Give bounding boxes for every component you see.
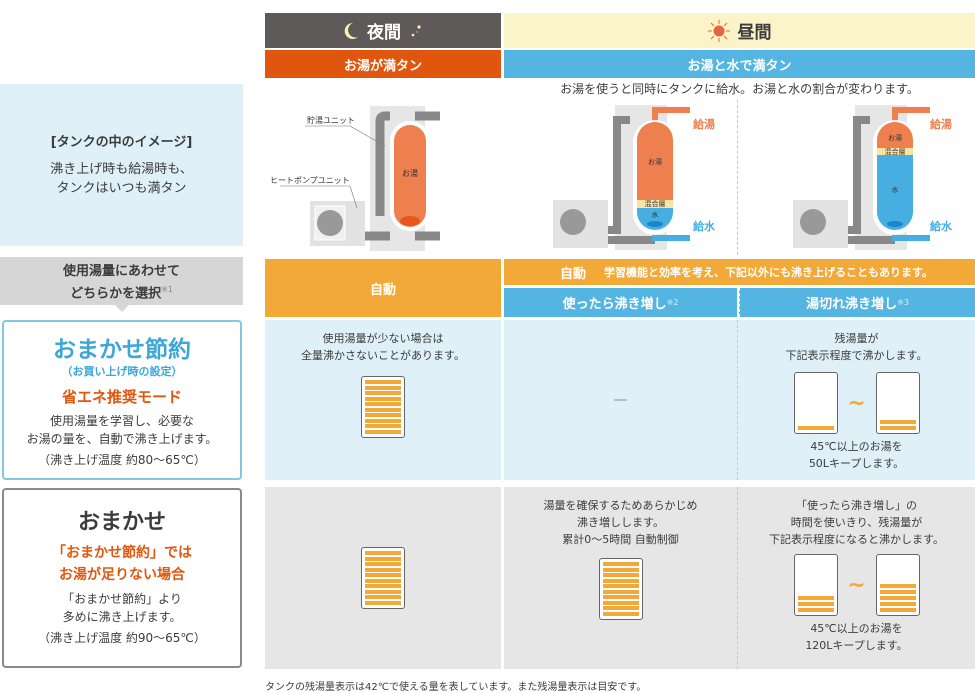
auto-night-bar: 自動	[265, 259, 501, 317]
omakase-desc-2: 多めに沸き上げます。	[62, 610, 182, 624]
tank-gauge-range: ~	[738, 372, 975, 434]
day-header: 昼間	[504, 13, 975, 48]
footnote-mark: ※3	[897, 298, 909, 307]
select-label: 使用湯量にあわせて どちらかを選択※1	[0, 257, 243, 312]
eco-night-cell: 使用湯量が少ない場合は 全量沸かさないことがあります。	[265, 320, 501, 480]
tank-gauge-icon	[361, 376, 405, 438]
stars-icon	[411, 24, 421, 36]
tank-image-desc-1: 沸き上げ時も給湯時も、	[50, 161, 193, 177]
eco-mode-b-text-3: 45℃以上のお湯を	[810, 440, 903, 453]
omakase-night-cell	[265, 487, 501, 669]
omakase-condition: 「おまかせ節約」では お湯が足りない場合	[4, 542, 240, 586]
omakase-mode-b-text-2: 時間を使いきり、残湯量が	[790, 516, 923, 529]
heatpump-unit-label: ヒートポンプユニット	[270, 176, 350, 185]
mode-a-label: 使ったら沸き増し	[562, 297, 667, 312]
svg-text:水: 水	[652, 210, 659, 219]
omakase-mode-b-text-5: 120Lキープします。	[805, 639, 908, 652]
tank-image-desc-2: タンクはいつも満タン	[56, 180, 187, 196]
eco-desc-2: お湯の量を、自動で沸き上げます。	[26, 432, 218, 446]
tank-image-title: [タンクの中のイメージ]	[50, 134, 193, 150]
omakase-mode-b-text-1: 「使ったら沸き増し」の	[796, 499, 917, 512]
tank-gauge-icon	[598, 558, 643, 620]
auto-day-note: 学習機能と効率を考え、下記以外にも沸き上げることもあります。	[604, 266, 933, 279]
eco-mode-b-cell: 残湯量が 下記表示程度で沸かします。 ~ 45℃以上のお湯を 50Lキープします…	[737, 320, 975, 480]
mode-b-label: 湯切れ沸き増し	[806, 297, 898, 312]
omakase-mode-a-text-3: 累計0〜5時間 自動制御	[562, 533, 679, 546]
night-subtitle: お湯が満タン	[265, 50, 501, 78]
svg-text:給水: 給水	[930, 219, 953, 233]
tank-gauge-icon	[875, 554, 920, 616]
eco-night-text-1: 使用湯量が少ない場合は	[322, 332, 444, 345]
svg-text:水: 水	[892, 185, 899, 194]
omakase-mode-a-text-1: 湯量を確保するためあらかじめ	[543, 499, 698, 512]
omakase-desc-1: 「おまかせ節約」より	[62, 592, 182, 606]
tank-image-label: [タンクの中のイメージ] 沸き上げ時も給湯時も、 タンクはいつも満タン	[0, 84, 243, 246]
tank-gauge-icon	[793, 372, 838, 434]
tank-gauge-icon	[793, 554, 838, 616]
omakase-mode-box: おまかせ 「おまかせ節約」では お湯が足りない場合 「おまかせ節約」より 多めに…	[2, 488, 242, 668]
omakase-condition-2: お湯が足りない場合	[59, 567, 185, 583]
not-applicable: —	[613, 391, 628, 408]
eco-mode-label: 省エネ推奨モード	[61, 388, 182, 406]
eco-desc-1: 使用湯量を学習し、必要な	[49, 414, 194, 428]
tank-gauge-range: ~	[738, 554, 975, 616]
select-line-2: どちらかを選択	[70, 286, 162, 302]
day-tank-diagram-1: お湯 混合層 水 給湯 給水	[553, 105, 716, 250]
omakase-condition-1: 「おまかせ節約」では	[52, 545, 192, 561]
omakase-mode-b-text-4: 45℃以上のお湯を	[810, 622, 903, 635]
supply-hot-label: 給湯	[693, 117, 715, 131]
eco-mode-box: おまかせ節約 （お買い上げ時の設定） 省エネ推奨モード 使用湯量を学習し、必要な…	[2, 320, 242, 480]
mode-reheat-on-empty: 湯切れ沸き増し※3	[739, 288, 975, 317]
storage-unit-label: 貯湯ユニット	[307, 115, 355, 125]
eco-desc: 使用湯量を学習し、必要な お湯の量を、自動で沸き上げます。 （沸き上げ温度 約8…	[4, 412, 240, 469]
omakase-desc: 「おまかせ節約」より 多めに沸き上げます。 （沸き上げ温度 約90〜65℃）	[4, 590, 240, 647]
eco-mode-a-cell: —	[504, 320, 737, 480]
omakase-mode-b-cell: 「使ったら沸き増し」の 時間を使いきり、残湯量が 下記表示程度になると沸かします…	[737, 487, 975, 669]
omakase-title: おまかせ	[77, 510, 166, 535]
supply-water-label: 給水	[693, 219, 716, 233]
omakase-temp: （沸き上げ温度 約90〜65℃）	[38, 631, 206, 645]
svg-text:混合層: 混合層	[645, 199, 666, 208]
auto-day-bar: 自動 学習機能と効率を考え、下記以外にも沸き上げることもあります。	[504, 259, 975, 285]
day-note: お湯を使うと同時にタンクに給水。お湯と水の割合が変わります。	[560, 82, 919, 96]
omakase-mode-a-cell: 湯量を確保するためあらかじめ 沸き増しします。 累計0〜5時間 自動制御	[504, 487, 737, 669]
night-label: 夜間	[367, 23, 401, 43]
svg-text:お湯: お湯	[888, 133, 902, 142]
eco-night-text-2: 全量沸かさないことがあります。	[301, 349, 465, 362]
svg-text:お湯: お湯	[648, 157, 662, 166]
select-line-1: 使用湯量にあわせて	[62, 264, 180, 279]
svg-text:給湯: 給湯	[930, 117, 952, 131]
mode-reheat-after-use: 使ったら沸き増し※2	[504, 288, 737, 317]
tank-gauge-icon	[875, 372, 920, 434]
day-subtitle: お湯と水で満タン	[504, 50, 975, 78]
eco-mode-b-text-4: 50Lキープします。	[808, 457, 905, 470]
footnote-mark: ※2	[666, 298, 679, 307]
day-label: 昼間	[737, 23, 772, 43]
eco-temp: （沸き上げ温度 約80〜65℃）	[38, 453, 206, 467]
svg-text:混合層: 混合層	[885, 147, 906, 156]
night-tank-diagram: お湯 貯湯ユニット ヒートポンプユニット	[270, 106, 440, 251]
omakase-mode-b-text-3: 下記表示程度になると沸かします。	[769, 533, 944, 546]
night-header: 夜間	[265, 13, 501, 48]
moon-icon	[344, 22, 358, 39]
day-tank-diagram-2: お湯 混合層 水 給湯 給水	[793, 105, 953, 250]
eco-mode-b-text-2: 下記表示程度で沸かします。	[785, 349, 928, 362]
footnote: タンクの残湯量表示は42℃で使える量を表しています。また残湯量表示は目安です。	[265, 682, 647, 693]
tank-gauge-icon	[361, 547, 405, 609]
eco-mode-b-text-1: 残湯量が	[834, 332, 879, 345]
sun-icon	[707, 19, 730, 42]
footnote-mark: ※1	[161, 285, 173, 294]
eco-title: おまかせ節約	[53, 337, 191, 363]
divider	[737, 100, 738, 255]
omakase-mode-a-text-2: 沸き増しします。	[577, 516, 664, 529]
hot-water-label: お湯	[402, 168, 418, 178]
eco-subtitle: （お買い上げ時の設定）	[61, 365, 183, 378]
auto-day-label: 自動	[560, 266, 587, 282]
